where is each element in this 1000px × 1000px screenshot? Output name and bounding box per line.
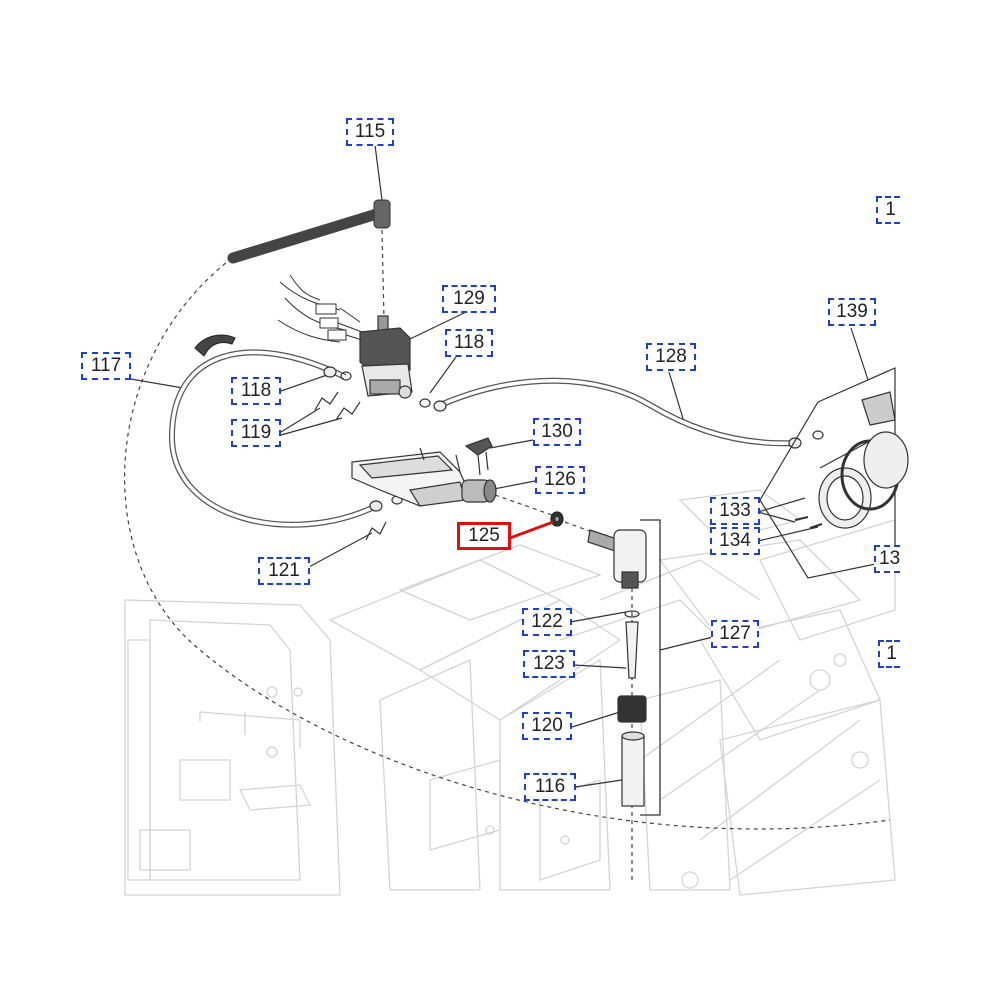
callout-115[interactable]: 115 [346,118,394,146]
callout-134[interactable]: 134 [710,527,760,555]
part-115-steam-wand [227,199,391,264]
callout-125-selected[interactable]: 125 [457,522,511,550]
callout-1-clipped-bottom[interactable]: 1 [878,640,900,668]
callout-120[interactable]: 120 [522,712,572,740]
callout-116[interactable]: 116 [524,773,576,801]
callout-118-lower[interactable]: 118 [231,377,281,405]
part-126-distributor [351,447,497,507]
callout-133[interactable]: 133 [710,497,760,525]
part-125-pointer [509,520,554,540]
callout-123[interactable]: 123 [523,650,575,678]
assembly-bracket [640,519,661,816]
callout-122[interactable]: 122 [522,608,572,636]
callout-121[interactable]: 121 [258,557,310,585]
right-assembly [759,367,909,579]
spring-clips [314,391,387,541]
callout-139[interactable]: 139 [828,298,876,326]
part-125-nut [550,511,564,527]
callout-128[interactable]: 128 [646,343,696,371]
callout-1-clipped-top[interactable]: 1 [876,196,900,224]
callout-129[interactable]: 129 [442,285,496,313]
callout-117[interactable]: 117 [81,352,131,380]
part-129-solenoid-valve [359,315,413,399]
part-130-bracket [464,437,493,476]
callout-126[interactable]: 126 [535,466,585,494]
callout-127[interactable]: 127 [711,620,759,648]
tube-clip [194,334,236,357]
callout-13-clipped[interactable]: 13 [874,545,900,573]
callout-118-upper[interactable]: 118 [445,329,493,357]
part-127-nozzle-assembly [587,529,647,807]
wires [277,274,363,343]
callout-119[interactable]: 119 [231,419,281,447]
tubes [168,349,796,528]
machine-frame-background [124,489,896,896]
leader-lines [124,144,873,788]
callout-130[interactable]: 130 [533,418,581,446]
